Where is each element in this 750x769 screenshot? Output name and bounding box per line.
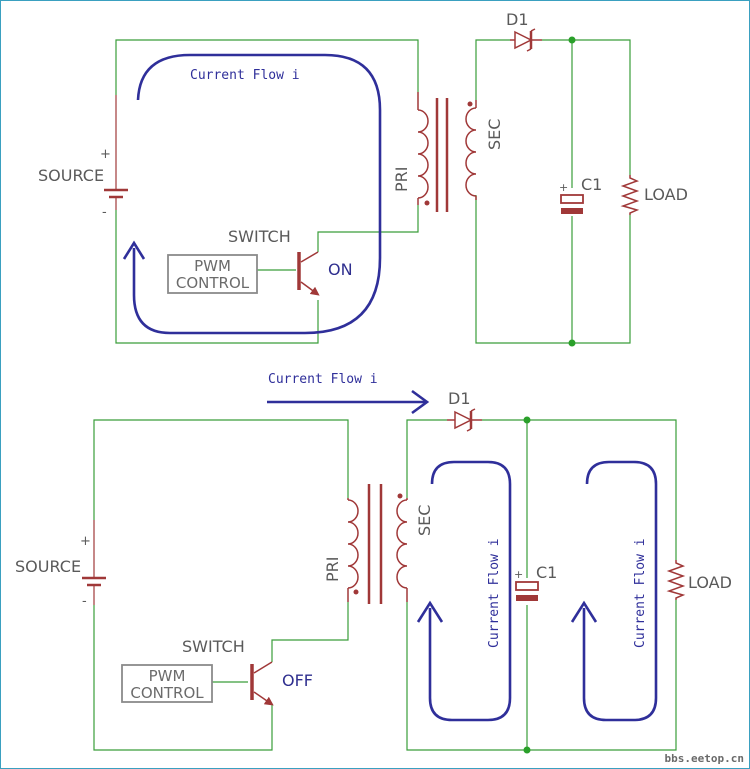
bottom-diode-label: D1 bbox=[448, 389, 471, 408]
bottom-current-flow-left-label: Current Flow i bbox=[487, 538, 502, 648]
bottom-sec-dot bbox=[397, 493, 403, 499]
bottom-capacitor bbox=[515, 581, 539, 601]
top-battery-plus: + bbox=[100, 147, 111, 162]
bottom-current-flow-right-label: Current Flow i bbox=[633, 538, 648, 648]
top-circuit: + - SOURCE PRI SEC D1 bbox=[38, 10, 688, 347]
bottom-capacitor-plus: + bbox=[514, 568, 523, 581]
top-transistor bbox=[297, 251, 320, 296]
bottom-transformer bbox=[347, 484, 408, 604]
bottom-current-loop-right bbox=[582, 460, 658, 722]
top-diode-label: D1 bbox=[506, 10, 529, 29]
top-capacitor bbox=[560, 194, 584, 214]
top-capacitor-label: C1 bbox=[581, 175, 602, 194]
bottom-circuit: + - SOURCE PRI SEC D1 bbox=[15, 372, 732, 754]
bottom-battery bbox=[82, 520, 106, 605]
top-sec-label: SEC bbox=[485, 119, 504, 150]
top-transformer bbox=[417, 92, 477, 212]
top-junction-1 bbox=[568, 36, 576, 44]
bottom-current-arrowhead-top bbox=[411, 389, 430, 415]
top-current-flow-label: Current Flow i bbox=[190, 68, 300, 83]
top-pri-label: PRI bbox=[392, 167, 411, 192]
bottom-switch-label: SWITCH bbox=[182, 637, 245, 656]
watermark: bbs.eetop.cn bbox=[665, 752, 744, 765]
bottom-source-label: SOURCE bbox=[15, 557, 81, 576]
top-battery bbox=[104, 95, 128, 210]
top-source-label: SOURCE bbox=[38, 166, 104, 185]
top-switch-state: ON bbox=[328, 260, 353, 279]
bottom-current-arrowhead-left bbox=[416, 600, 444, 623]
bottom-pwm-line2: CONTROL bbox=[130, 684, 204, 702]
bottom-current-arrowhead-right bbox=[570, 600, 598, 623]
top-diode bbox=[510, 28, 542, 52]
top-sec-dot bbox=[467, 101, 473, 107]
top-primary-wires bbox=[115, 39, 419, 344]
bottom-primary-wires bbox=[93, 419, 349, 751]
top-secondary-wires bbox=[475, 39, 631, 344]
top-capacitor-plus: + bbox=[559, 181, 568, 194]
bottom-capacitor-label: C1 bbox=[536, 563, 557, 582]
top-pwm-line1: PWM bbox=[194, 257, 231, 275]
bottom-current-flow-top-label: Current Flow i bbox=[268, 372, 378, 387]
bottom-transistor bbox=[250, 661, 274, 706]
bottom-junction-1 bbox=[523, 416, 531, 424]
top-pwm-box bbox=[167, 254, 258, 294]
bottom-load-resistor bbox=[666, 560, 686, 600]
bottom-pri-label: PRI bbox=[323, 557, 342, 582]
bottom-junction-2 bbox=[523, 746, 531, 754]
top-battery-minus: - bbox=[102, 205, 107, 220]
bottom-battery-plus: + bbox=[80, 534, 91, 549]
bottom-pri-dot bbox=[353, 589, 359, 595]
top-junction-2 bbox=[568, 339, 576, 347]
bottom-pwm-box bbox=[121, 664, 213, 703]
top-load-resistor bbox=[620, 175, 640, 215]
bottom-battery-minus: - bbox=[82, 594, 87, 609]
top-load-label: LOAD bbox=[644, 185, 688, 204]
bottom-load-label: LOAD bbox=[688, 573, 732, 592]
top-current-arrowhead bbox=[122, 240, 146, 260]
bottom-current-loop-left bbox=[428, 460, 512, 722]
top-pwm-line2: CONTROL bbox=[176, 274, 250, 292]
bottom-diode bbox=[447, 408, 482, 432]
bottom-sec-label: SEC bbox=[415, 505, 434, 536]
top-current-loop bbox=[132, 53, 382, 335]
bottom-secondary-wires bbox=[406, 419, 677, 751]
bottom-pwm-line1: PWM bbox=[149, 667, 186, 685]
top-pri-dot bbox=[424, 200, 430, 206]
bottom-switch-state: OFF bbox=[282, 671, 313, 690]
top-switch-label: SWITCH bbox=[228, 227, 291, 246]
